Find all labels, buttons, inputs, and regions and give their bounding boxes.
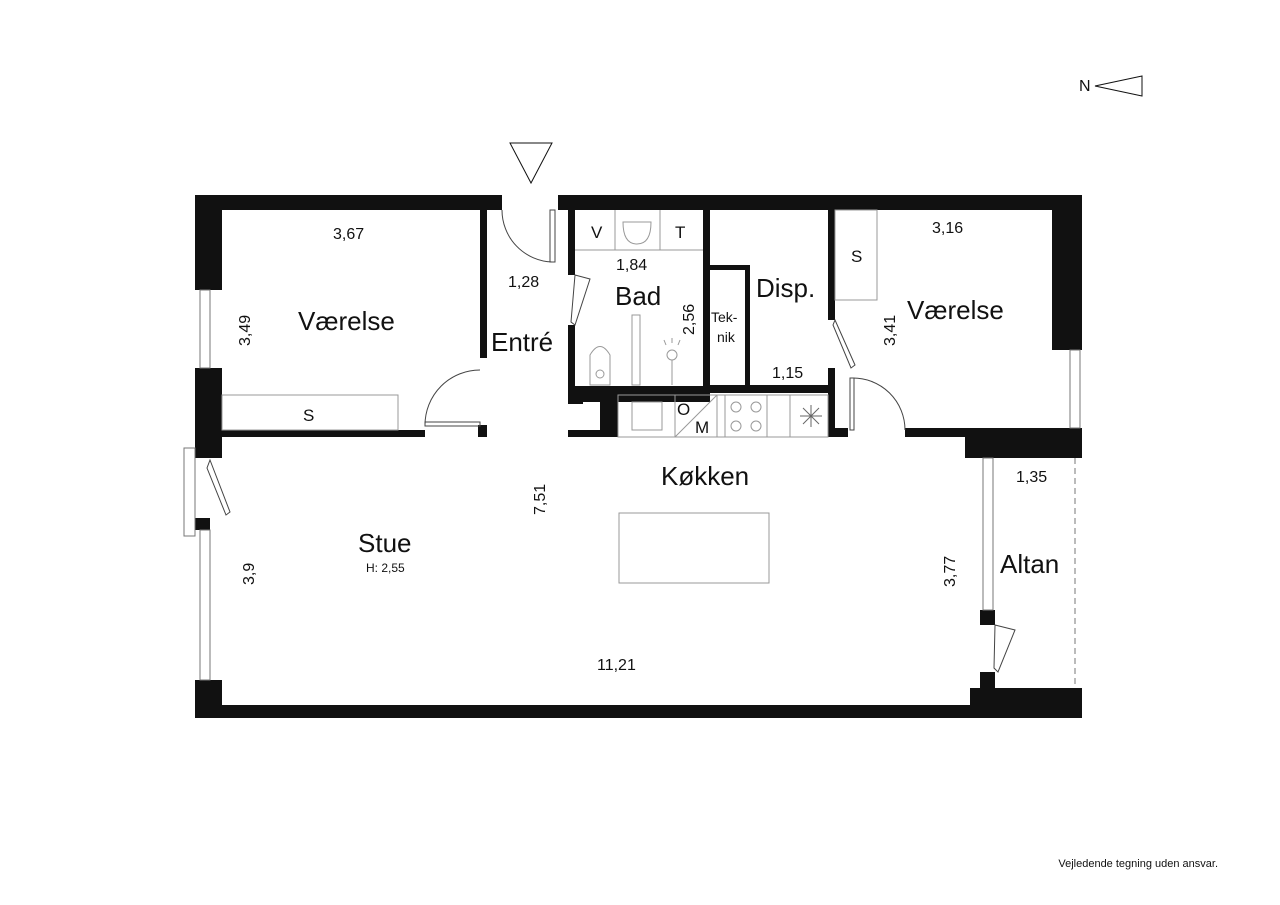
kitchen-counter — [617, 394, 829, 438]
disp-name: Disp. — [756, 273, 815, 303]
kitchen-island — [618, 512, 770, 584]
north-arrow-icon — [1094, 75, 1143, 97]
windows — [183, 289, 1081, 688]
bad-width: 1,84 — [616, 257, 647, 274]
closet-vaerelse2 — [834, 209, 878, 301]
vaerelse2-name: Værelse — [907, 295, 1004, 325]
doors — [206, 209, 1016, 673]
teknik-line2: nik — [717, 329, 736, 345]
kitchen-name: Køkken — [661, 461, 749, 491]
closet-vaerelse1 — [221, 394, 399, 431]
bad-name: Bad — [615, 281, 661, 311]
altan-depth: 3,77 — [942, 556, 959, 587]
bad-t: T — [675, 223, 685, 242]
vaerelse2-depth: 3,41 — [882, 315, 899, 346]
toilet-icon — [589, 346, 611, 386]
stue-depth: 3,9 — [241, 563, 258, 585]
compass-label: N — [1079, 78, 1091, 95]
vaerelse1-width: 3,67 — [333, 226, 364, 243]
altan-name: Altan — [1000, 549, 1059, 579]
sink-icon — [622, 221, 652, 245]
fridge-snowflake-icon — [800, 405, 822, 427]
microwave-label: M — [695, 418, 709, 437]
entrance-marker-icon — [509, 142, 553, 185]
kitchen-sink-icon — [631, 401, 663, 431]
disp-width: 1,15 — [772, 365, 803, 382]
kitchen-depth: 7,51 — [532, 484, 549, 515]
bad-depth: 2,56 — [681, 304, 698, 335]
teknik-line1: Tek- — [711, 309, 738, 325]
bad-v: V — [591, 223, 603, 242]
oven-label: O — [677, 400, 690, 419]
stue-name: Stue — [358, 528, 412, 558]
shower-icon — [666, 349, 678, 361]
entre-name: Entré — [491, 327, 553, 357]
stue-width: 11,21 — [597, 657, 636, 674]
vaerelse1-name: Værelse — [298, 306, 395, 336]
fixtures — [221, 209, 878, 584]
vaerelse1-closet: S — [303, 406, 314, 425]
vaerelse2-closet: S — [851, 247, 862, 266]
stue-height: H: 2,55 — [366, 561, 405, 575]
entre-width: 1,28 — [508, 274, 539, 291]
walls — [195, 195, 1082, 718]
altan-width: 1,35 — [1016, 469, 1047, 486]
disclaimer: Vejledende tegning uden ansvar. — [1058, 858, 1218, 870]
vaerelse1-depth: 3,49 — [237, 315, 254, 346]
stove-icon — [730, 401, 762, 432]
vaerelse2-width: 3,16 — [932, 220, 963, 237]
